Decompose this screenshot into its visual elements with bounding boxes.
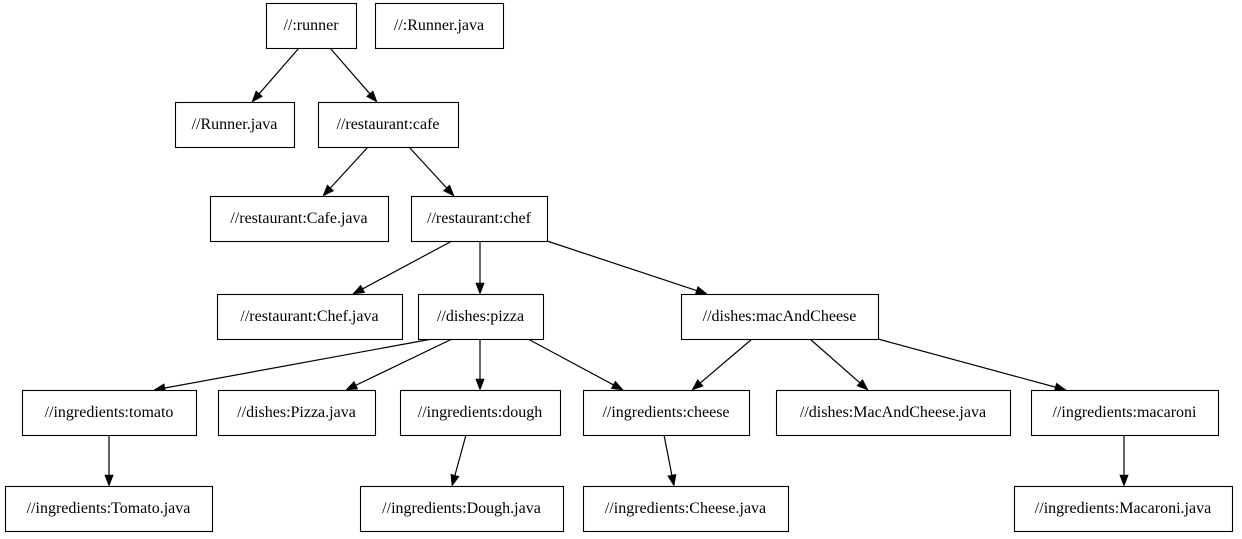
node-label-restaurant_chef_java: //restaurant:Chef.java [240, 308, 378, 325]
graph-node-ing_tomato[interactable]: //ingredients:tomato [21, 389, 198, 437]
node-box-runner_java[interactable] [174, 101, 296, 149]
edge-ing_cheese-to-ing_cheese_java [663, 434, 677, 487]
node-box-runner_java_root[interactable] [374, 2, 505, 50]
edge-restaurant_cafe-to-restaurant_cafe_java [322, 146, 369, 197]
graph-node-runner[interactable]: //:runner [265, 2, 358, 50]
node-box-ing_tomato[interactable] [21, 389, 198, 437]
node-box-dishes_macandcheese[interactable] [680, 293, 880, 341]
edge-runner-to-runner_java [251, 47, 300, 103]
node-label-restaurant_chef: //restaurant:chef [427, 210, 532, 227]
edge-dishes_macandcheese-to-ing_cheese [691, 338, 753, 391]
node-box-dishes_mac_java[interactable] [775, 389, 1012, 437]
edge-dishes_pizza-to-ing_cheese [527, 338, 624, 391]
edge-dishes_macandcheese-to-dishes_mac_java [809, 338, 869, 391]
graph-node-restaurant_chef_java[interactable]: //restaurant:Chef.java [216, 293, 404, 341]
graph-node-ing_tomato_java[interactable]: //ingredients:Tomato.java [4, 485, 214, 533]
node-box-dishes_pizza_java[interactable] [217, 389, 377, 437]
graph-node-ing_cheese_java[interactable]: //ingredients:Cheese.java [582, 485, 790, 533]
edge-restaurant_chef-to-dishes_macandcheese [546, 240, 708, 295]
node-label-runner_java: //Runner.java [192, 116, 278, 133]
graph-node-restaurant_cafe[interactable]: //restaurant:cafe [317, 101, 460, 149]
edge-layer [104, 47, 1129, 487]
node-box-ing_macaroni[interactable] [1030, 389, 1220, 437]
node-label-restaurant_cafe_java: //restaurant:Cafe.java [230, 210, 367, 227]
graph-node-dishes_pizza[interactable]: //dishes:pizza [417, 293, 545, 341]
graph-node-runner_java_root[interactable]: //:Runner.java [374, 2, 505, 50]
graph-node-ing_macaroni_java[interactable]: //ingredients:Macaroni.java [1013, 485, 1234, 533]
node-box-ing_cheese[interactable] [582, 389, 751, 437]
node-label-dishes_macandcheese: //dishes:macAndCheese [703, 308, 857, 325]
node-box-runner[interactable] [265, 2, 358, 50]
edge-ing_macaroni-to-ing_macaroni_java [1119, 435, 1129, 487]
node-box-ing_tomato_java[interactable] [4, 485, 214, 533]
graph-node-restaurant_cafe_java[interactable]: //restaurant:Cafe.java [209, 195, 390, 243]
node-label-dishes_pizza: //dishes:pizza [437, 308, 524, 325]
graph-node-runner_java[interactable]: //Runner.java [174, 101, 296, 149]
edge-dishes_macandcheese-to-ing_macaroni [877, 338, 1067, 392]
node-box-ing_dough_java[interactable] [359, 485, 565, 533]
node-label-ing_tomato_java: //ingredients:Tomato.java [27, 500, 191, 517]
edge-runner-to-restaurant_cafe [329, 47, 378, 103]
node-box-restaurant_chef_java[interactable] [216, 293, 404, 341]
node-box-restaurant_chef[interactable] [410, 195, 549, 243]
node-label-ing_cheese_java: //ingredients:Cheese.java [605, 500, 766, 517]
node-box-restaurant_cafe[interactable] [317, 101, 460, 149]
node-box-ing_cheese_java[interactable] [582, 485, 790, 533]
edge-dishes_pizza-to-ing_dough [475, 339, 485, 391]
edge-ing_tomato-to-ing_tomato_java [104, 435, 114, 487]
node-label-dishes_mac_java: //dishes:MacAndCheese.java [800, 404, 986, 421]
node-layer: //:runner //:Runner.java //Runner.java //re… [4, 2, 1234, 533]
graph-node-dishes_macandcheese[interactable]: //dishes:macAndCheese [680, 293, 880, 341]
node-label-ing_cheese: //ingredients:cheese [602, 404, 729, 421]
node-label-restaurant_cafe: //restaurant:cafe [336, 116, 439, 133]
graph-node-ing_cheese[interactable]: //ingredients:cheese [582, 389, 751, 437]
edge-restaurant_chef-to-restaurant_chef_java [352, 240, 453, 295]
node-label-dishes_pizza_java: //dishes:Pizza.java [237, 404, 356, 421]
graph-node-ing_dough[interactable]: //ingredients:dough [399, 389, 562, 437]
graph-node-ing_dough_java[interactable]: //ingredients:Dough.java [359, 485, 565, 533]
node-label-ing_macaroni: //ingredients:macaroni [1053, 404, 1198, 421]
edge-dishes_pizza-to-ing_tomato [153, 338, 433, 393]
node-label-ing_dough_java: //ingredients:Dough.java [382, 500, 541, 517]
edge-dishes_pizza-to-dishes_pizza_java [345, 338, 453, 391]
node-box-ing_dough[interactable] [399, 389, 562, 437]
node-label-ing_tomato: //ingredients:tomato [45, 404, 174, 421]
graph-node-dishes_mac_java[interactable]: //dishes:MacAndCheese.java [775, 389, 1012, 437]
edge-ing_dough-to-ing_dough_java [450, 434, 467, 487]
node-box-restaurant_cafe_java[interactable] [209, 195, 390, 243]
graph-node-dishes_pizza_java[interactable]: //dishes:Pizza.java [217, 389, 377, 437]
node-label-runner_java_root: //:Runner.java [394, 17, 484, 34]
node-label-ing_macaroni_java: //ingredients:Macaroni.java [1035, 500, 1211, 517]
node-box-ing_macaroni_java[interactable] [1013, 485, 1234, 533]
graph-node-restaurant_chef[interactable]: //restaurant:chef [410, 195, 549, 243]
node-label-runner: //:runner [283, 17, 339, 34]
node-label-ing_dough: //ingredients:dough [418, 404, 542, 421]
graph-node-ing_macaroni[interactable]: //ingredients:macaroni [1030, 389, 1220, 437]
edge-restaurant_chef-to-dishes_pizza [475, 241, 485, 295]
edge-restaurant_cafe-to-restaurant_chef [408, 146, 455, 197]
node-box-dishes_pizza[interactable] [417, 293, 545, 341]
